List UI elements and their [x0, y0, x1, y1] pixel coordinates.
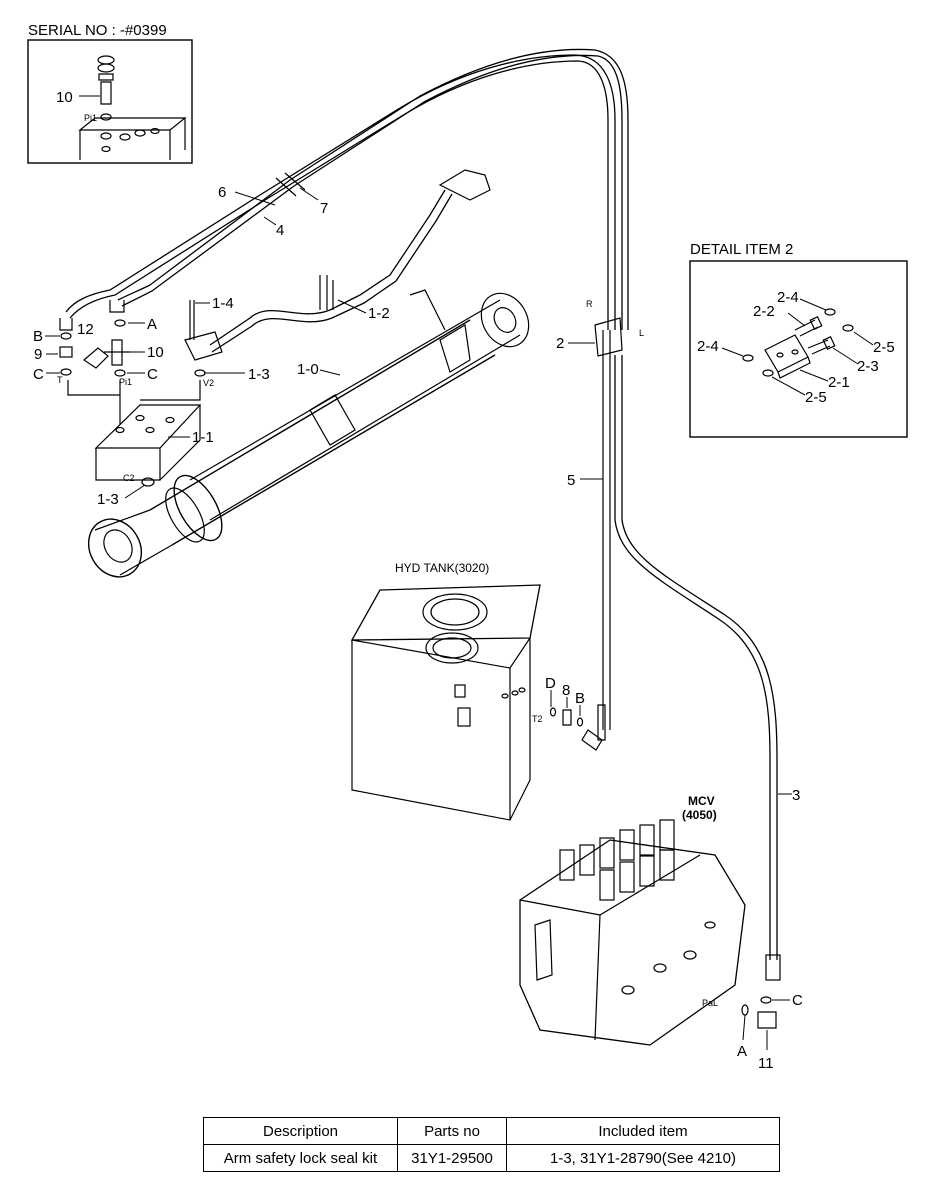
part-label-a: A — [147, 316, 157, 333]
serial-inset: 10 Pi1 — [27, 39, 193, 164]
part-label-1-3-bottom: 1-3 — [97, 491, 119, 508]
part-label-c-left: C — [33, 366, 44, 383]
part-label-4: 4 — [276, 222, 284, 239]
part-label-b: B — [33, 328, 43, 345]
detail-label-2-2: 2-2 — [753, 303, 775, 320]
mcv-valve — [519, 819, 746, 1046]
arm-cylinder — [87, 289, 530, 578]
component-captions: HYD TANK(3020) MCV (4050) — [395, 561, 717, 822]
header-included-item: Included item — [506, 1117, 780, 1145]
mcv-code-caption: (4050) — [682, 808, 717, 822]
parts-table: Description Parts no Included item Arm s… — [203, 1117, 780, 1172]
port-label-r: R — [586, 299, 593, 309]
part-label-1-2: 1-2 — [368, 305, 390, 322]
part-label-c-mid: C — [147, 366, 158, 383]
leader-lines — [45, 187, 792, 1050]
serial-port-label: Pi1 — [84, 113, 97, 123]
detail-item-title: DETAIL ITEM 2 — [690, 241, 794, 258]
detail-label-2-3: 2-3 — [857, 358, 879, 375]
detail-label-2-5-right: 2-5 — [873, 339, 895, 356]
part-label-5: 5 — [567, 472, 575, 489]
table-row: Arm safety lock seal kit 31Y1-29500 1-3,… — [203, 1144, 780, 1172]
port-labels: T Pi1 V2 C2 R L T2 PaL — [57, 299, 718, 1008]
port-label-t2: T2 — [532, 714, 543, 724]
part-label-3: 3 — [792, 787, 800, 804]
part-label-1-4: 1-4 — [212, 295, 234, 312]
detail-label-2-4-left: 2-4 — [697, 338, 719, 355]
hyd-tank-caption: HYD TANK(3020) — [395, 561, 489, 575]
part-label-12: 12 — [77, 321, 94, 338]
detail-label-2-4-top: 2-4 — [777, 289, 799, 306]
hyd-tank — [350, 584, 584, 821]
line-3 — [614, 355, 781, 1029]
serial-item-label: 10 — [56, 89, 73, 106]
part-label-7: 7 — [320, 200, 328, 217]
cell-parts-no: 31Y1-29500 — [397, 1144, 507, 1172]
pilot-hoses — [59, 48, 629, 331]
part-labels: 6 7 4 1-4 1-2 A B 12 9 10 C C 1-3 1-0 1-… — [33, 184, 803, 1072]
left-fittings — [59, 319, 206, 377]
mcv-caption: MCV — [688, 794, 715, 808]
parts-table-header-row: Description Parts no Included item — [203, 1117, 780, 1145]
part-label-8: 8 — [562, 682, 570, 699]
valve-block-1-1 — [67, 380, 202, 487]
part-label-10: 10 — [147, 344, 164, 361]
part-label-1-3-top: 1-3 — [248, 366, 270, 383]
port-label-c2: C2 — [123, 473, 135, 483]
detail-label-2-1: 2-1 — [828, 374, 850, 391]
port-label-t: T — [57, 375, 63, 385]
cell-included-item: 1-3, 31Y1-28790(See 4210) — [506, 1144, 780, 1172]
detail-inset: 2-4 2-2 2-4 2-5 2-3 2-1 2-5 — [689, 260, 908, 438]
part-label-d: D — [545, 675, 556, 692]
serial-no-title: SERIAL NO : -#0399 — [28, 22, 167, 39]
header-description: Description — [203, 1117, 398, 1145]
part-label-2: 2 — [556, 335, 564, 352]
pipe-1-2 — [184, 169, 491, 361]
detail-label-2-5-bottom: 2-5 — [805, 389, 827, 406]
part-label-a-mcv: A — [737, 1043, 747, 1060]
part-label-1-0: 1-0 — [297, 361, 319, 378]
header-parts-no: Parts no — [397, 1117, 507, 1145]
part-label-1-1: 1-1 — [192, 429, 214, 446]
block-2-and-line-5 — [581, 317, 623, 751]
part-label-b-tank: B — [575, 690, 585, 707]
part-label-9: 9 — [34, 346, 42, 363]
part-label-11: 11 — [758, 1055, 774, 1072]
cell-description: Arm safety lock seal kit — [203, 1144, 398, 1172]
port-label-pal: PaL — [702, 998, 718, 1008]
port-label-pi1: Pi1 — [119, 377, 132, 387]
port-label-l: L — [639, 328, 644, 338]
port-label-v2: V2 — [203, 378, 214, 388]
part-label-6: 6 — [218, 184, 226, 201]
part-label-c-mcv: C — [792, 992, 803, 1009]
